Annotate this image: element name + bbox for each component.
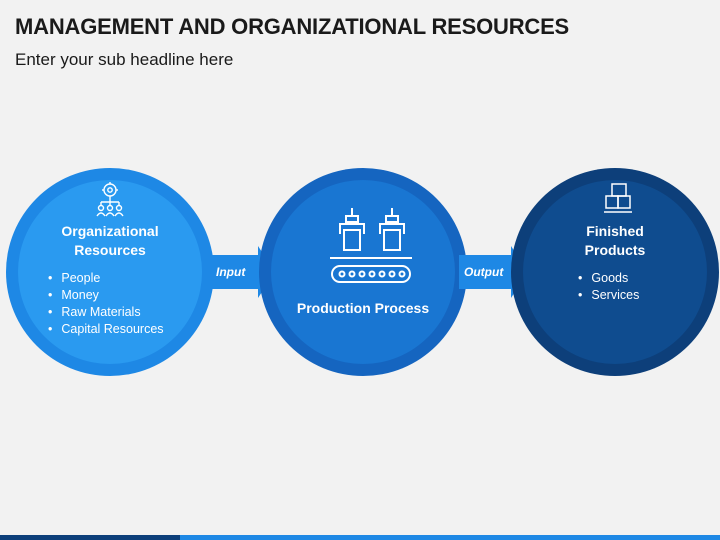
organizational-resources-content: Organizational Resources People Money Ra… (40, 222, 180, 338)
bottom-accent-bar (0, 535, 720, 540)
boxes-stack-icon (604, 183, 632, 213)
input-arrow (206, 246, 275, 298)
list-item: People (48, 270, 180, 287)
list-item: Raw Materials (48, 304, 180, 321)
page-title: MANAGEMENT AND ORGANIZATIONAL RESOURCES (15, 14, 570, 39)
list-item: Services (578, 287, 685, 304)
step-title-line1: Finished (586, 223, 644, 239)
organizational-resources-list: People Money Raw Materials Capital Resou… (48, 270, 180, 338)
team-hierarchy-gear-icon (96, 182, 124, 217)
step-title-line2: Products (584, 242, 646, 258)
output-arrow (459, 246, 528, 298)
finished-products-list: Goods Services (578, 270, 685, 304)
robotic-conveyor-icon (330, 208, 412, 283)
list-item: Money (48, 287, 180, 304)
page-subtitle: Enter your sub headline here (15, 50, 234, 69)
output-arrow-label: Output (464, 265, 504, 279)
step-title: Organizational Resources (40, 222, 180, 260)
step-title: Production Process (296, 300, 430, 316)
finished-products-content: Finished Products Goods Services (545, 222, 685, 304)
list-item: Goods (578, 270, 685, 287)
step-title: Finished Products (545, 222, 685, 260)
input-arrow-label: Input (216, 265, 246, 279)
production-process-content: Production Process (293, 299, 433, 318)
step-title-line1: Organizational (61, 223, 159, 239)
step-title-line2: Resources (74, 242, 146, 258)
list-item: Capital Resources (48, 321, 180, 338)
